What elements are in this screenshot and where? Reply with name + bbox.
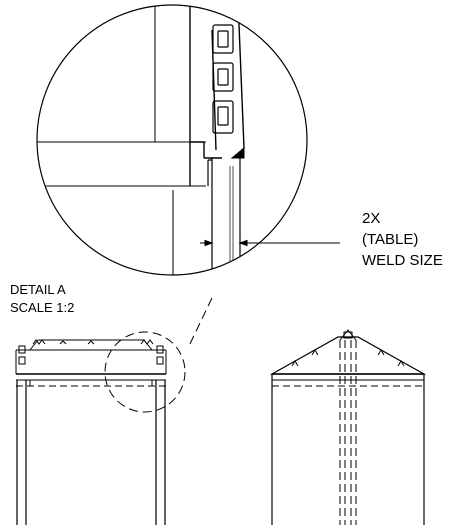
detail-circle-outline: [36, 4, 308, 276]
detail-a-view: [36, 4, 308, 276]
weld-size-label: WELD SIZE: [362, 252, 443, 269]
weld-qty-label: 2X: [362, 210, 381, 227]
weld-note-label: (TABLE): [362, 231, 419, 248]
weld-bead: [230, 146, 245, 159]
side-view: [269, 329, 427, 525]
weld-size-dimension: [200, 230, 340, 250]
detail-title: DETAIL A: [10, 282, 66, 297]
front-view-legs: [16, 380, 166, 525]
detail-leader: [104, 297, 213, 413]
detail-edge-guides: [212, 24, 234, 134]
detail-leg: [207, 158, 241, 275]
detail-scale: SCALE 1:2: [10, 300, 75, 315]
front-view: [15, 339, 167, 525]
